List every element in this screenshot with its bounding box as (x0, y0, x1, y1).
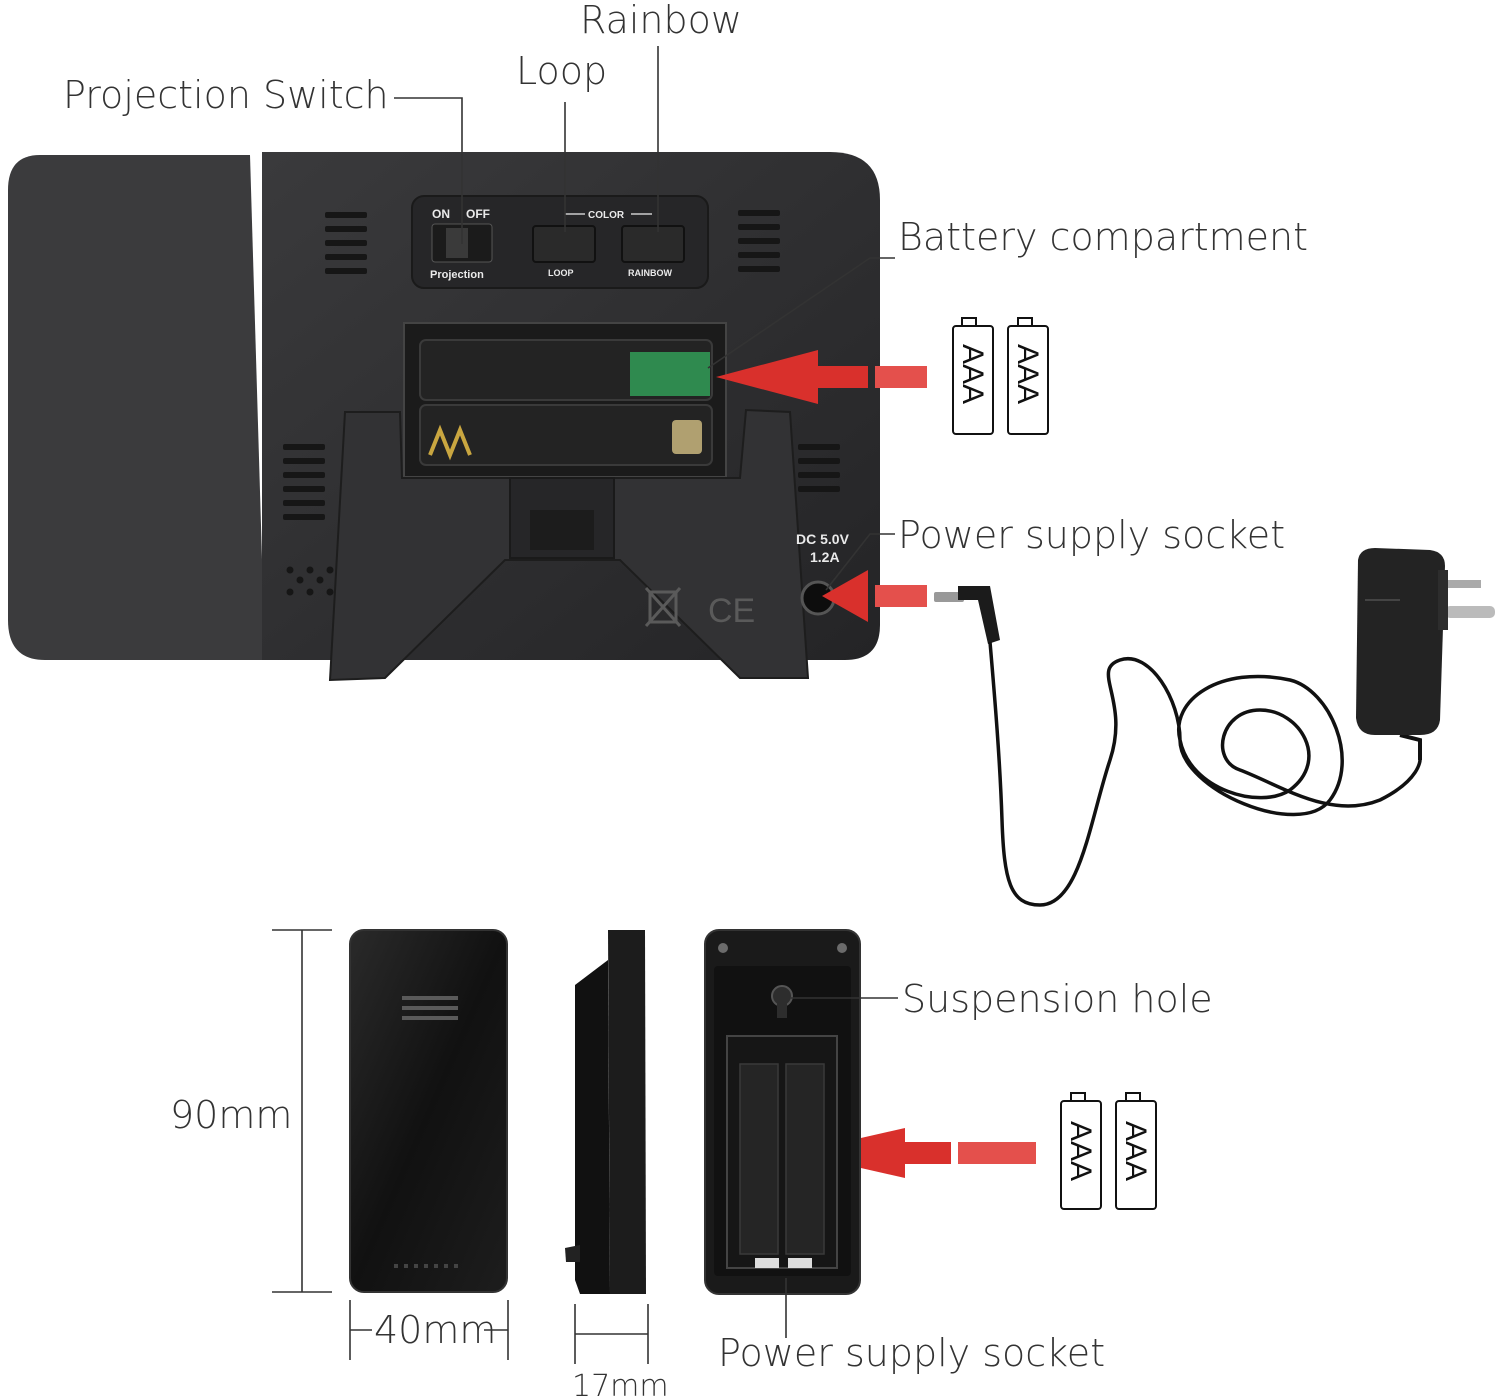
label-rainbow: Rainbow (580, 0, 742, 42)
battery-aaa-3: AAA (1060, 1092, 1102, 1210)
loop-button[interactable] (532, 225, 596, 263)
rainbow-button[interactable] (621, 225, 685, 263)
dimension-height-label: 90mm (170, 1093, 292, 1137)
battery-aaa-1-label: AAA (956, 344, 989, 404)
vent-left-bottom (283, 444, 325, 520)
dimension-depth-label: 17mm (572, 1369, 669, 1400)
rainbow-button-label: RAINBOW (628, 268, 672, 278)
vent-right-top (738, 210, 780, 272)
battery-aaa-3-label: AAA (1064, 1121, 1097, 1181)
dimension-width (349, 1300, 509, 1360)
dimension-height (272, 929, 332, 1293)
switch-on-label: ON (432, 207, 450, 221)
loop-button-label: LOOP (548, 268, 574, 278)
color-label: COLOR (588, 210, 625, 221)
label-power-supply-socket-main: Power supply socket (898, 513, 1285, 557)
battery-aaa-4-label: AAA (1119, 1121, 1152, 1181)
sensor-front (349, 929, 508, 1293)
weee-mark (644, 586, 682, 628)
main-unit-lid (8, 155, 265, 660)
label-loop: Loop (516, 49, 607, 93)
ce-mark: CE (708, 592, 755, 630)
power-adapter (934, 548, 1495, 907)
leader-lines-top (394, 46, 895, 591)
speaker-holes (286, 566, 334, 596)
battery-aaa-4: AAA (1115, 1092, 1157, 1210)
battery-aaa-1: AAA (952, 317, 994, 435)
battery-aaa-2-label: AAA (1011, 344, 1044, 404)
switch-projection-label: Projection (430, 269, 484, 281)
switch-off-label: OFF (466, 207, 490, 221)
dc-voltage-label: DC 5.0V (796, 531, 850, 547)
sensor-side (565, 930, 646, 1294)
arrow-power-main (822, 570, 927, 622)
vent-right-bottom (798, 444, 840, 492)
circuit-board (630, 352, 710, 396)
sensor-back (704, 929, 861, 1295)
arrow-battery-main (716, 350, 927, 404)
label-power-supply-socket-sensor: Power supply socket (718, 1331, 1105, 1375)
vent-left-top (325, 212, 367, 274)
dc-current-label: 1.2A (810, 549, 840, 565)
battery-aaa-2: AAA (1007, 317, 1049, 435)
dimension-width-label: 40mm (374, 1308, 496, 1352)
dimension-depth (574, 1304, 649, 1364)
leader-lines-bottom (785, 997, 898, 1338)
label-suspension-hole: Suspension hole (902, 977, 1213, 1021)
main-unit: ON OFF Projection COLOR LOOP RAINBOW (8, 152, 880, 682)
label-projection-switch: Projection Switch (63, 73, 389, 117)
label-battery-compartment: Battery compartment (898, 215, 1308, 259)
